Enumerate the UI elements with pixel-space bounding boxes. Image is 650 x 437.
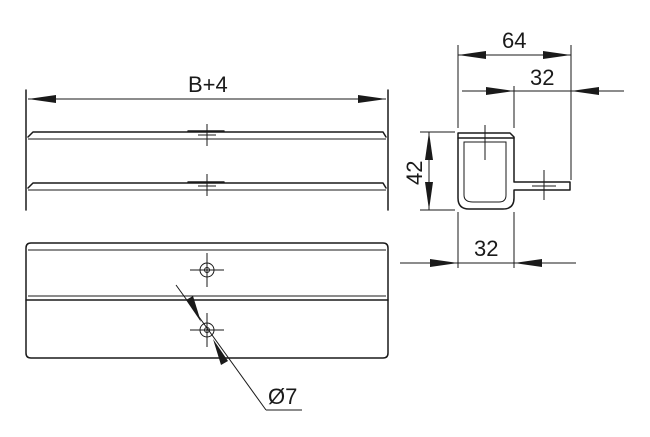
dimension-width-64: 64: [458, 28, 571, 59]
front-view: [25, 89, 389, 211]
side-profile-view: [457, 125, 571, 210]
mounting-hole-lower: [190, 313, 224, 347]
dimension-label-overall-length: B+4: [188, 72, 228, 97]
dimension-label-width-64: 64: [502, 28, 526, 53]
dimension-height-42: 42: [402, 132, 433, 210]
dimension-offset-32-bottom: 32: [400, 236, 576, 267]
dimension-label-hole-diameter: Ø7: [268, 384, 297, 409]
dimension-hole-diameter: Ø7: [175, 284, 302, 411]
dimension-overall-length: B+4: [28, 72, 386, 103]
top-view: [25, 242, 389, 359]
dimension-label-offset-32-bottom: 32: [474, 236, 498, 261]
dimension-label-height-42: 42: [402, 161, 427, 185]
dimension-offset-32-top: 32: [462, 65, 624, 95]
dimension-label-offset-32-top: 32: [530, 65, 554, 90]
extension-lines: [420, 45, 572, 268]
mounting-hole-upper: [190, 253, 224, 287]
